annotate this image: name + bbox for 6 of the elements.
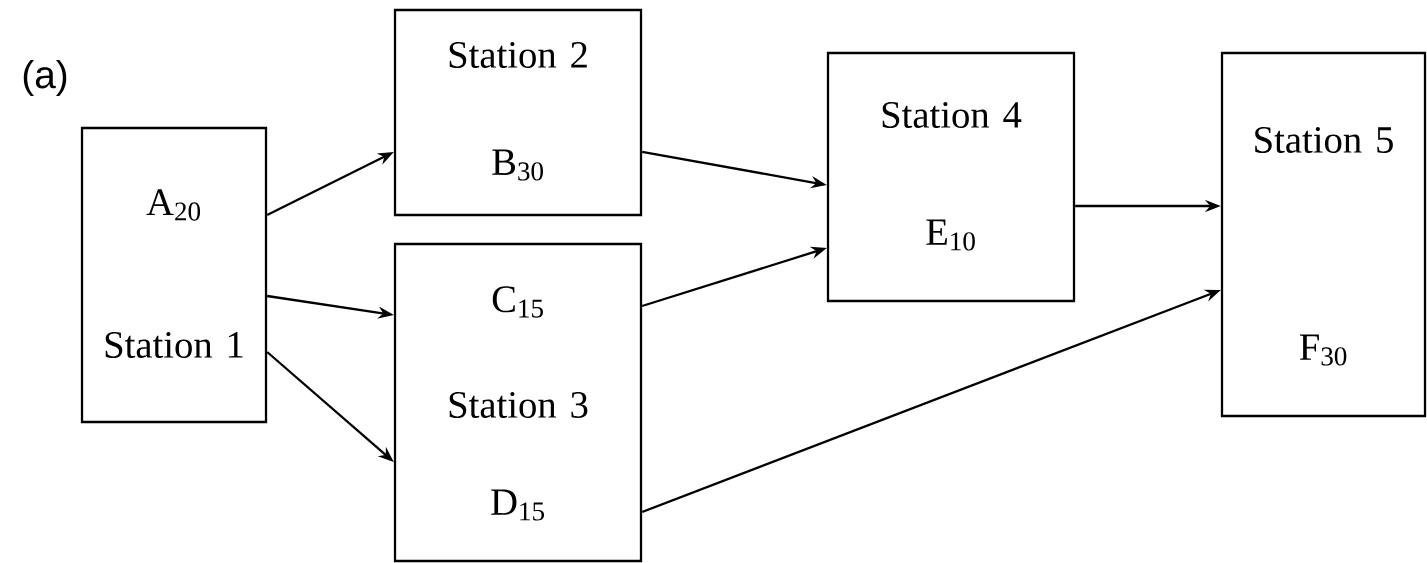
station-box: A$_{20}$ Station 1 [80, 126, 268, 424]
station-box: Station 2 B$_{30}$ [393, 8, 643, 217]
station-box: Station 5 F$_{30}$ [1220, 51, 1427, 418]
station-box: Station 4 E$_{10}$ [826, 51, 1076, 303]
station-box: C$_{15}$ Station 3 D$_{15}$ [393, 242, 643, 563]
panel-label: (a) [23, 59, 67, 96]
